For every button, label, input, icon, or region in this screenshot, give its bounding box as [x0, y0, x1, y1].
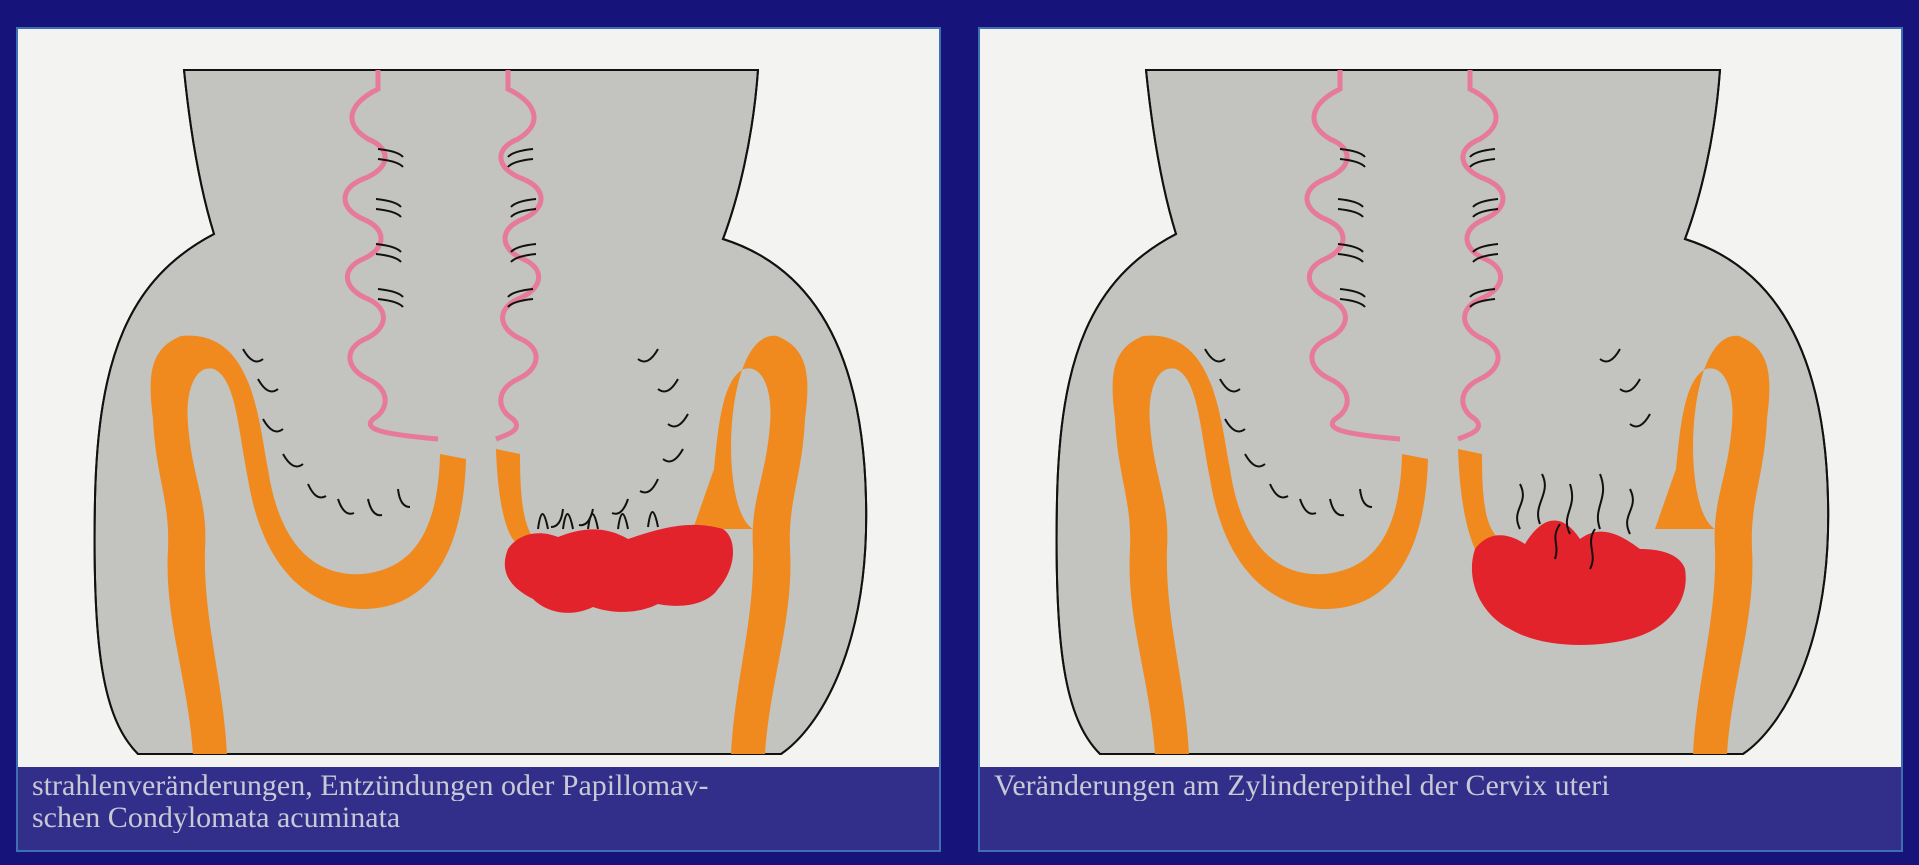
left-cervix-diagram	[18, 29, 941, 852]
right-cervix-diagram	[980, 29, 1903, 852]
red-lesion	[505, 525, 733, 613]
right-panel: Veränderungen am Zylinderepithel der Cer…	[978, 27, 1903, 852]
left-caption-line-2: schen Condylomata acuminata	[32, 803, 925, 833]
right-caption-line-1: Veränderungen am Zylinderepithel der Cer…	[994, 771, 1887, 801]
left-caption-line-1: strahlenveränderungen, Entzündungen oder…	[32, 771, 925, 801]
left-panel: strahlenveränderungen, Entzündungen oder…	[16, 27, 941, 852]
